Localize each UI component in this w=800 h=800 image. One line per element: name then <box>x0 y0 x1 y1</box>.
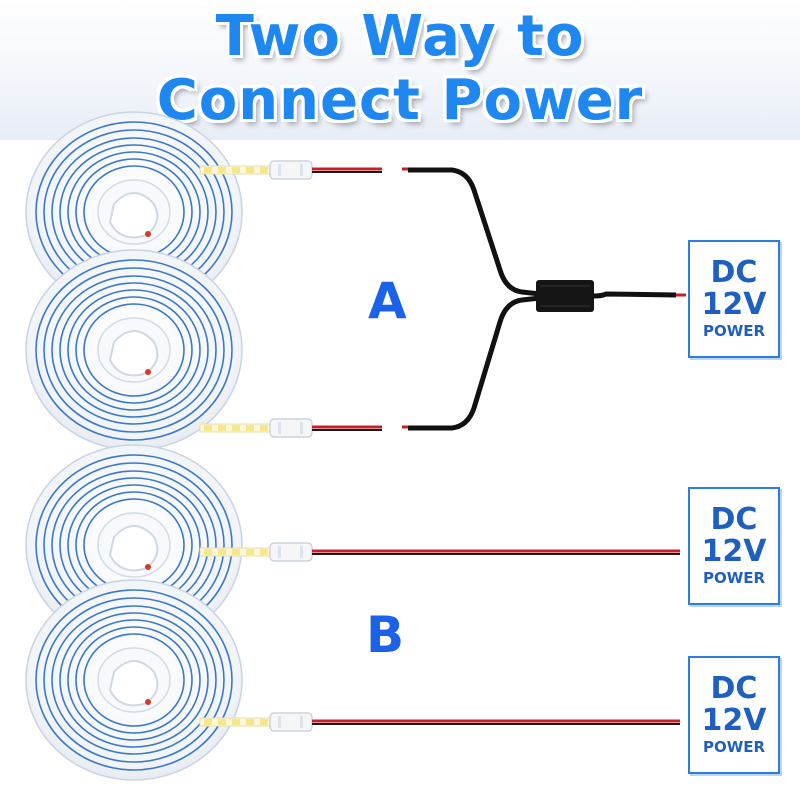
power-box-dc-text: DC <box>710 255 758 290</box>
title-line-2: Connect Power <box>156 68 644 133</box>
power-box-voltage-text: 12V <box>701 534 767 569</box>
led-strip-reel-a2 <box>25 249 243 451</box>
red-black-lead-a1 <box>312 167 382 173</box>
power-supply-box-b1: DC 12V POWER <box>688 487 780 605</box>
power-box-dc-text: DC <box>710 671 758 706</box>
red-black-lead-b2 <box>312 719 680 725</box>
power-box-power-text: POWER <box>702 569 766 587</box>
strip-connector-a2 <box>199 418 313 438</box>
power-box-dc-text: DC <box>710 502 758 537</box>
title-line-1: Two Way to <box>215 4 585 69</box>
power-supply-box-b2: DC 12V POWER <box>688 656 780 774</box>
method-label-a: A <box>368 272 407 330</box>
led-strip-reel-b2 <box>25 579 243 781</box>
power-supply-box-a: DC 12V POWER <box>688 240 780 358</box>
method-label-b: B <box>366 606 405 664</box>
power-box-power-text: POWER <box>702 322 766 340</box>
power-box-voltage-text: 12V <box>701 703 767 738</box>
power-box-power-text: POWER <box>702 738 766 756</box>
red-black-lead-a2 <box>312 425 382 431</box>
y-splitter-cable <box>402 167 686 431</box>
power-box-voltage-text: 12V <box>701 287 767 322</box>
red-black-lead-b1 <box>312 549 680 555</box>
